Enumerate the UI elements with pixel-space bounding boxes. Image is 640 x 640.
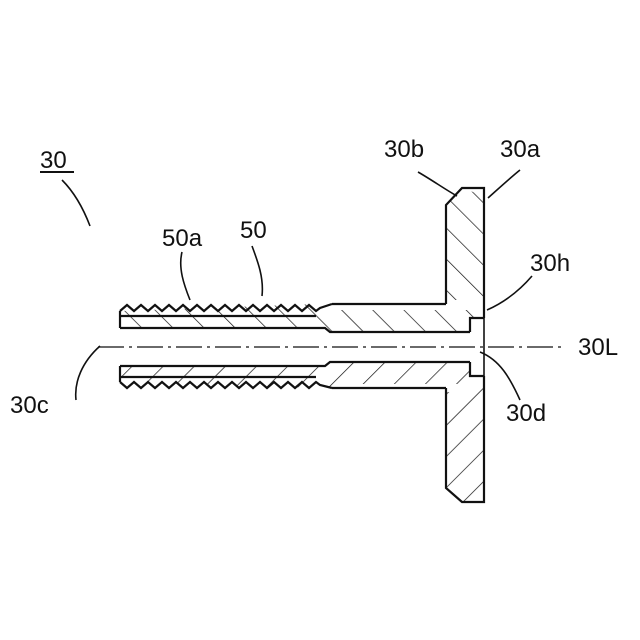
- label-30L: 30L: [578, 334, 618, 361]
- leader-30d: [480, 352, 520, 400]
- label-30: 30: [40, 147, 67, 174]
- label-50: 50: [240, 217, 267, 244]
- label-50a: 50a: [162, 225, 203, 252]
- label-30a: 30a: [500, 136, 541, 163]
- leader-30h: [487, 276, 532, 310]
- leader-30a: [488, 170, 520, 198]
- upper-section: [120, 188, 484, 332]
- label-30b: 30b: [384, 136, 424, 163]
- leader-30: [62, 180, 90, 226]
- leader-50: [252, 246, 262, 296]
- lower-counterbore: [470, 362, 484, 376]
- lower-section: [120, 362, 484, 502]
- upper-counterbore: [470, 318, 484, 332]
- leader-50a: [181, 252, 190, 300]
- label-30d: 30d: [506, 400, 546, 427]
- label-30c: 30c: [10, 392, 49, 419]
- leader-30b: [418, 172, 457, 196]
- leader-30c: [76, 346, 100, 400]
- label-30h: 30h: [530, 250, 570, 277]
